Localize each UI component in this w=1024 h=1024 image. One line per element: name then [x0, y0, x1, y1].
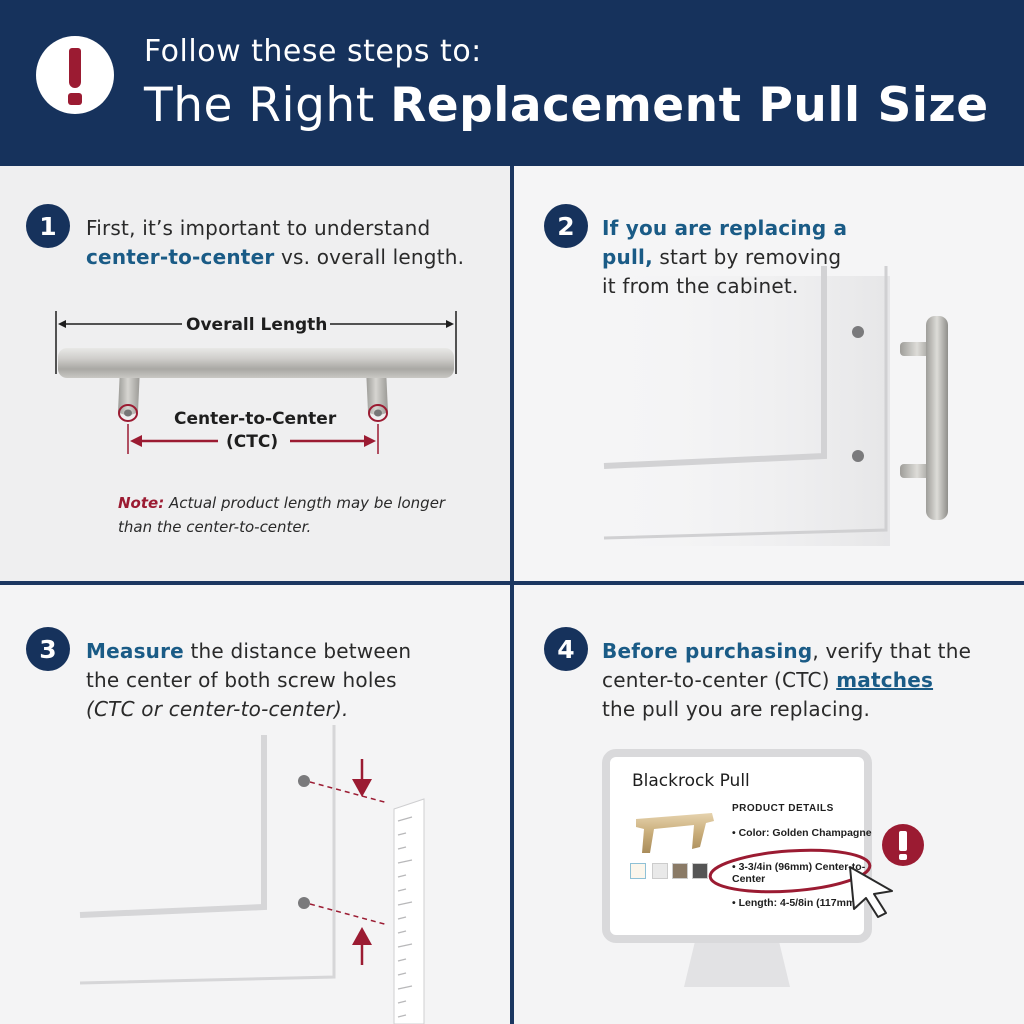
step-1-text: First, it’s important to understand cent… [86, 214, 496, 272]
title-light: The Right [144, 78, 391, 133]
step-2-panel: 2 If you are replacing a pull, start by … [514, 166, 1024, 581]
step-number: 2 [544, 204, 588, 248]
step-text-line: it from the cabinet. [602, 274, 799, 298]
title-bold: Replacement Pull Size [390, 78, 989, 133]
detail-ctc: • 3-3/4in (96mm) Center-to-Center [732, 861, 866, 885]
alert-icon [882, 824, 924, 866]
step-text-line: , verify that the [812, 639, 972, 663]
step-1-panel: 1 First, it’s important to understand ce… [0, 166, 510, 581]
header-subtitle: Follow these steps to: [144, 34, 482, 69]
step-4-text: Before purchasing, verify that the cente… [602, 637, 1017, 724]
step-2-text: If you are replacing a pull, start by re… [602, 214, 1012, 301]
golden-pull-image [636, 813, 714, 853]
step-highlight: center-to-center [86, 245, 275, 269]
step-highlight: pull, [602, 245, 653, 269]
step-number: 1 [26, 204, 70, 248]
ruler-measure-illustration [79, 725, 425, 1024]
header-banner: Follow these steps to: The Right Replace… [0, 0, 1024, 166]
step-text-line: center-to-center (CTC) [602, 668, 837, 692]
matches-emphasis: matches [836, 668, 934, 692]
step-number: 4 [544, 627, 588, 671]
highlight-circle [708, 848, 872, 894]
product-monitor: Blackrock Pull PRODUCT DETAILS • Color: … [602, 749, 872, 943]
overall-length-label: Overall Length [186, 315, 328, 335]
detail-color: • Color: Golden Champagne [732, 827, 872, 839]
detail-length: • Length: 4-5/8in (117mm) [732, 897, 859, 909]
step-3-text: Measure the distance between the center … [86, 637, 496, 724]
note-text: Note: Actual product length may be longe… [118, 491, 448, 539]
cabinet-door-removal-illustration [594, 266, 948, 546]
exclamation-icon [36, 36, 114, 114]
step-highlight: Before purchasing [602, 639, 813, 663]
thumbnail-image[interactable] [692, 863, 708, 879]
step-text-line: First, it’s important to understand [86, 216, 431, 240]
cursor-arrow-icon [849, 866, 893, 918]
ctc-label: Center-to-Center [174, 409, 337, 429]
note-body: Actual product length may be longer than… [118, 494, 446, 536]
header-title: The Right Replacement Pull Size [144, 78, 989, 133]
note-label: Note: [118, 494, 165, 512]
pull-dimension-diagram [55, 311, 457, 454]
step-highlight: Measure [86, 639, 184, 663]
thumbnail-image[interactable] [652, 863, 668, 879]
step-text-line: vs. overall length. [274, 245, 465, 269]
ctc-abbr-label: (CTC) [226, 432, 279, 452]
step-number: 3 [26, 627, 70, 671]
step-text-line: start by removing [652, 245, 842, 269]
thumbnail-image[interactable] [672, 863, 688, 879]
step-4-panel: 4 Before purchasing, verify that the cen… [514, 585, 1024, 1024]
step-text-line: the center of both screw holes [86, 668, 397, 692]
monitor-stand [684, 943, 790, 987]
step-text-line: the distance between [183, 639, 412, 663]
step-3-panel: 3 Measure the distance between the cente… [0, 585, 510, 1024]
step-text-line: the pull you are replacing. [602, 697, 871, 721]
thumbnail-image[interactable] [630, 863, 646, 879]
step-highlight: If you are replacing a [602, 216, 848, 240]
step-text-line: (CTC or center-to-center). [86, 697, 349, 721]
product-details-heading: PRODUCT DETAILS [732, 803, 834, 814]
product-title: Blackrock Pull [632, 771, 750, 791]
